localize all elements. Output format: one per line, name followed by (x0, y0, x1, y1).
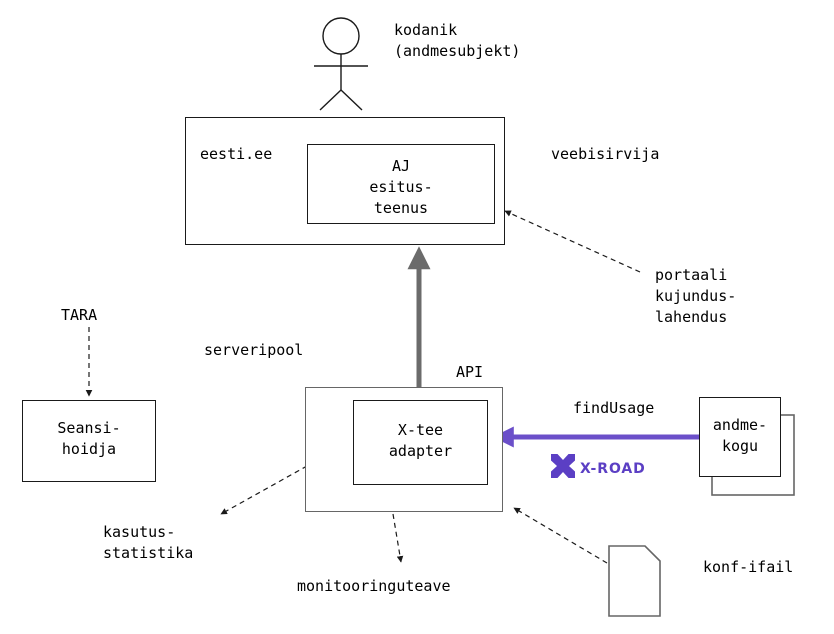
x-road-wordmark: X-ROAD (580, 461, 646, 477)
session-store-box[interactable]: Seansi- hoidja (22, 400, 156, 482)
connector-config-file (513, 507, 608, 564)
browser-label: veebisirvija (551, 145, 660, 163)
aj-service-line2: esitus- (369, 178, 433, 196)
database-box[interactable]: andme- kogu (699, 397, 781, 477)
adapter-line1: X-tee (397, 421, 444, 439)
serveripool-label: serveripool (204, 341, 304, 359)
actor-label-line1: kodanik (394, 21, 458, 39)
session-store-line2: hoidja (61, 440, 117, 458)
actor-stick-figure (314, 17, 368, 111)
find-usage-label: findUsage (573, 399, 655, 417)
monitoring-info-label: monitooringuteave (297, 577, 451, 595)
portal-container-label: eesti.ee (200, 145, 273, 163)
usage-statistics-label-line1: kasutus- (103, 523, 176, 541)
database-line2: kogu (721, 437, 759, 455)
api-label: API (456, 363, 484, 381)
connector-usage-statistics (220, 465, 308, 515)
aj-presentation-service-box[interactable]: AJ esitus- teenus (307, 144, 495, 224)
portal-design-label-line1: portaali (655, 266, 728, 284)
connector-portal-design (504, 210, 641, 273)
usage-statistics-label-line2: statistika (103, 544, 194, 562)
x-tee-adapter-box[interactable]: X-tee adapter (353, 400, 488, 485)
connector-monitoring-info (392, 513, 404, 563)
aj-service-line1: AJ (391, 157, 411, 175)
adapter-line2: adapter (388, 442, 453, 460)
x-road-logo-icon (551, 454, 575, 478)
aj-service-line3: teenus (373, 199, 429, 217)
config-file-icon (608, 545, 661, 617)
portal-design-label-line2: kujundus- (655, 287, 737, 305)
database-line1: andme- (712, 416, 768, 434)
x-road-logo: X-ROAD (580, 461, 646, 477)
actor-label-line2: (andmesubjekt) (394, 42, 521, 60)
portal-design-label-line3: lahendus (655, 308, 728, 326)
tara-label: TARA (61, 306, 98, 324)
config-file-label: konf-ifail (703, 558, 794, 576)
session-store-line1: Seansi- (57, 419, 121, 437)
